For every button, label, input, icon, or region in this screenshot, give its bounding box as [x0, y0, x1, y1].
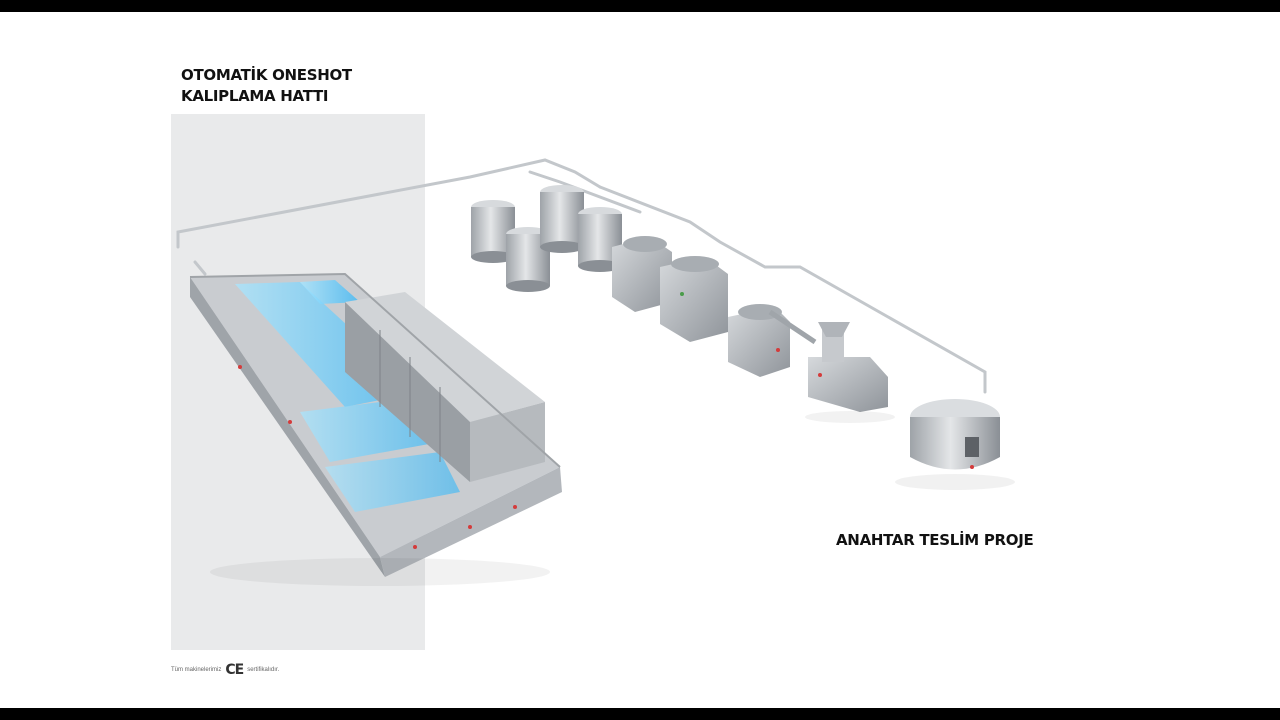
- cooking-kettle: [910, 399, 1000, 470]
- certification-text-before: Tüm makinelerimiz: [171, 667, 222, 673]
- production-line-illustration: [176, 158, 1015, 586]
- project-label: ANAHTAR TESLİM PROJE: [836, 531, 1034, 549]
- certification-note: Tüm makinelerimiz CE sertifikalıdır.: [171, 662, 279, 678]
- headline-line-1: OTOMATİK ONESHOT: [181, 66, 352, 84]
- pipe-network: [176, 158, 987, 394]
- molding-line: [189, 272, 562, 577]
- certification-text-after: sertifikalıdır.: [247, 667, 280, 673]
- melting-tanks: [471, 185, 622, 292]
- ce-mark-icon: CE: [225, 662, 244, 678]
- headline-line-2: KALIPLAMA HATTI: [181, 87, 329, 105]
- floor-shadows: [210, 411, 1015, 586]
- process-cabinets: [612, 236, 888, 412]
- headline: OTOMATİK ONESHOT KALIPLAMA HATTI: [181, 65, 352, 107]
- slide: OTOMATİK ONESHOT KALIPLAMA HATTI: [0, 12, 1280, 708]
